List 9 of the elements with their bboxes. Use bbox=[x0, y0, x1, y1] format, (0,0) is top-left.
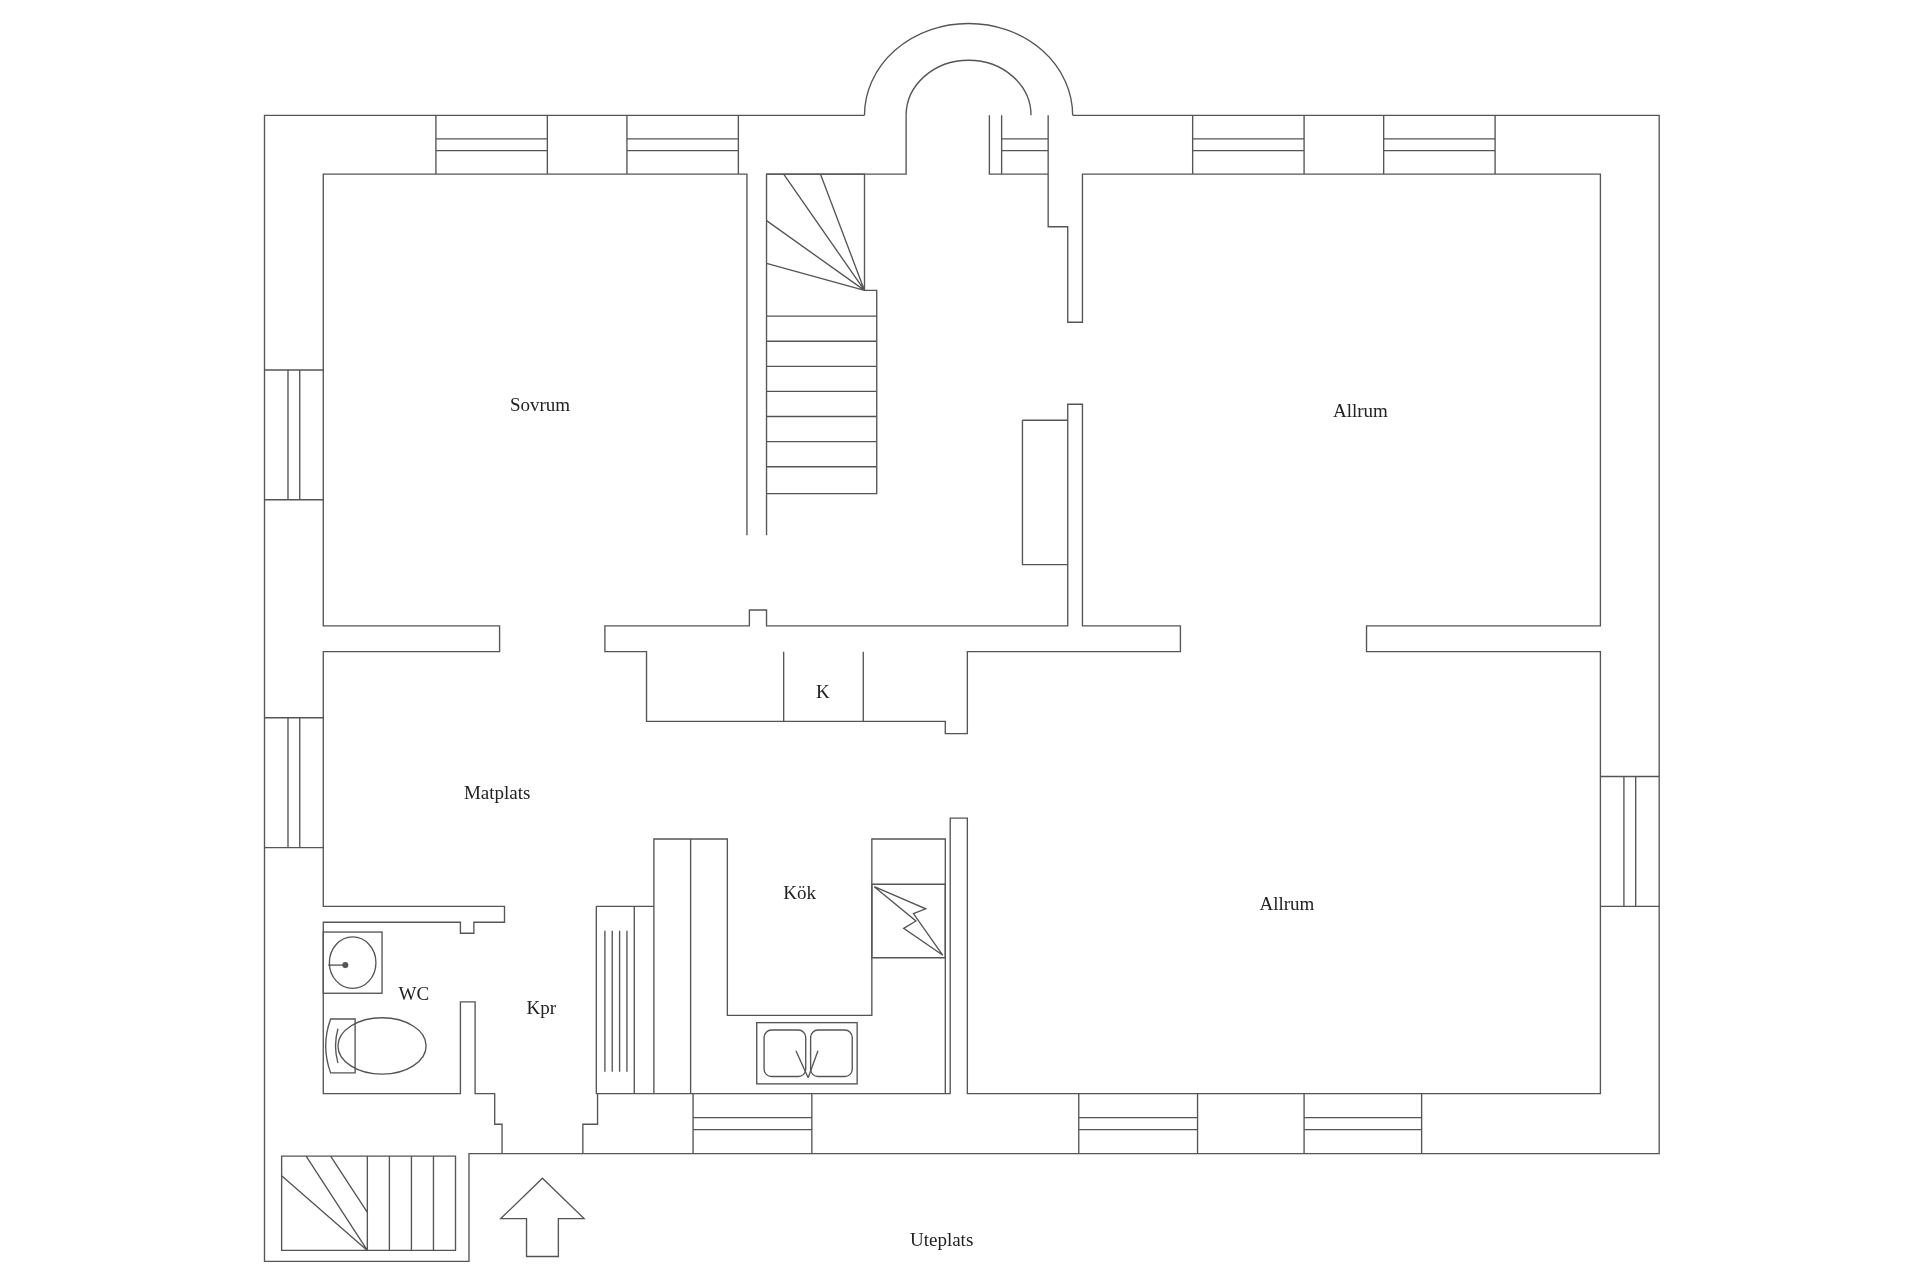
room-label: WC bbox=[398, 983, 430, 1006]
room-label: Uteplats bbox=[909, 1229, 974, 1252]
room-label: Kök bbox=[783, 881, 816, 904]
room-label: Sovrum bbox=[509, 394, 571, 417]
room-label: Kpr bbox=[526, 996, 556, 1019]
room-label: Allrum bbox=[1259, 892, 1315, 915]
room-label: Allrum bbox=[1332, 400, 1388, 423]
room-label: Matplats bbox=[463, 782, 531, 805]
room-label: K bbox=[816, 680, 830, 703]
